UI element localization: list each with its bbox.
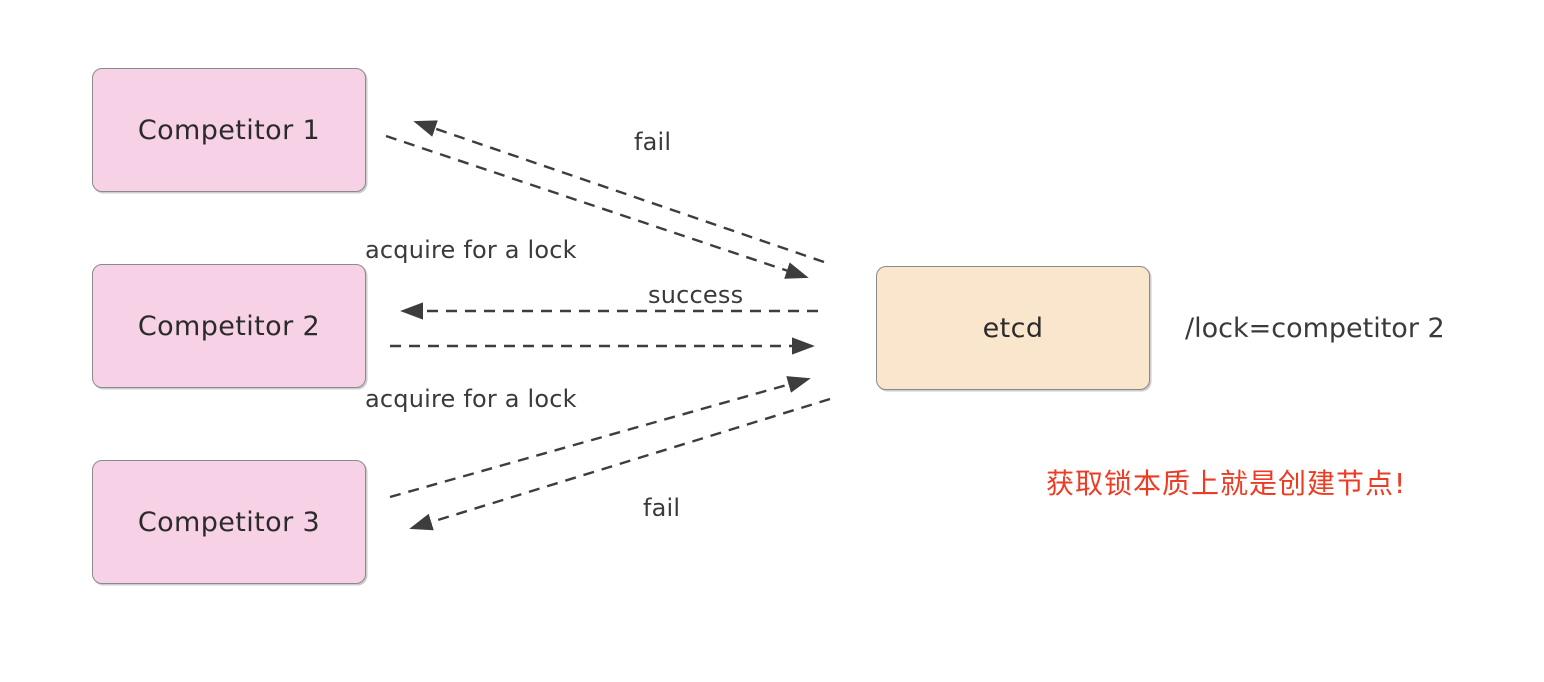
edge-label-success: success xyxy=(648,281,744,309)
edge-competitor3-to-etcd xyxy=(389,376,811,499)
edge-label-fail-top: fail xyxy=(634,128,672,156)
edge-etcd-to-competitor3 xyxy=(409,397,831,531)
node-competitor-2[interactable]: Competitor 2 xyxy=(92,264,366,388)
annotation-lock-key: /lock=competitor 2 xyxy=(1185,313,1445,344)
node-label-competitor-1: Competitor 1 xyxy=(137,114,321,146)
edge-label-fail-bottom: fail xyxy=(643,494,681,522)
node-competitor-3[interactable]: Competitor 3 xyxy=(92,460,366,584)
edge-label-acquire-bottom: acquire for a lock xyxy=(365,385,577,413)
node-competitor-1[interactable]: Competitor 1 xyxy=(92,68,366,192)
node-label-competitor-3: Competitor 3 xyxy=(137,506,321,538)
node-etcd[interactable]: etcd xyxy=(876,266,1150,390)
node-label-etcd: etcd xyxy=(982,312,1044,344)
node-label-competitor-2: Competitor 2 xyxy=(137,310,321,342)
annotation-chinese-note: 获取锁本质上就是创建节点! xyxy=(1046,467,1407,500)
edge-etcd-to-competitor1 xyxy=(413,120,825,264)
edge-competitor1-to-etcd xyxy=(385,134,809,279)
edge-label-acquire-top: acquire for a lock xyxy=(365,236,577,264)
